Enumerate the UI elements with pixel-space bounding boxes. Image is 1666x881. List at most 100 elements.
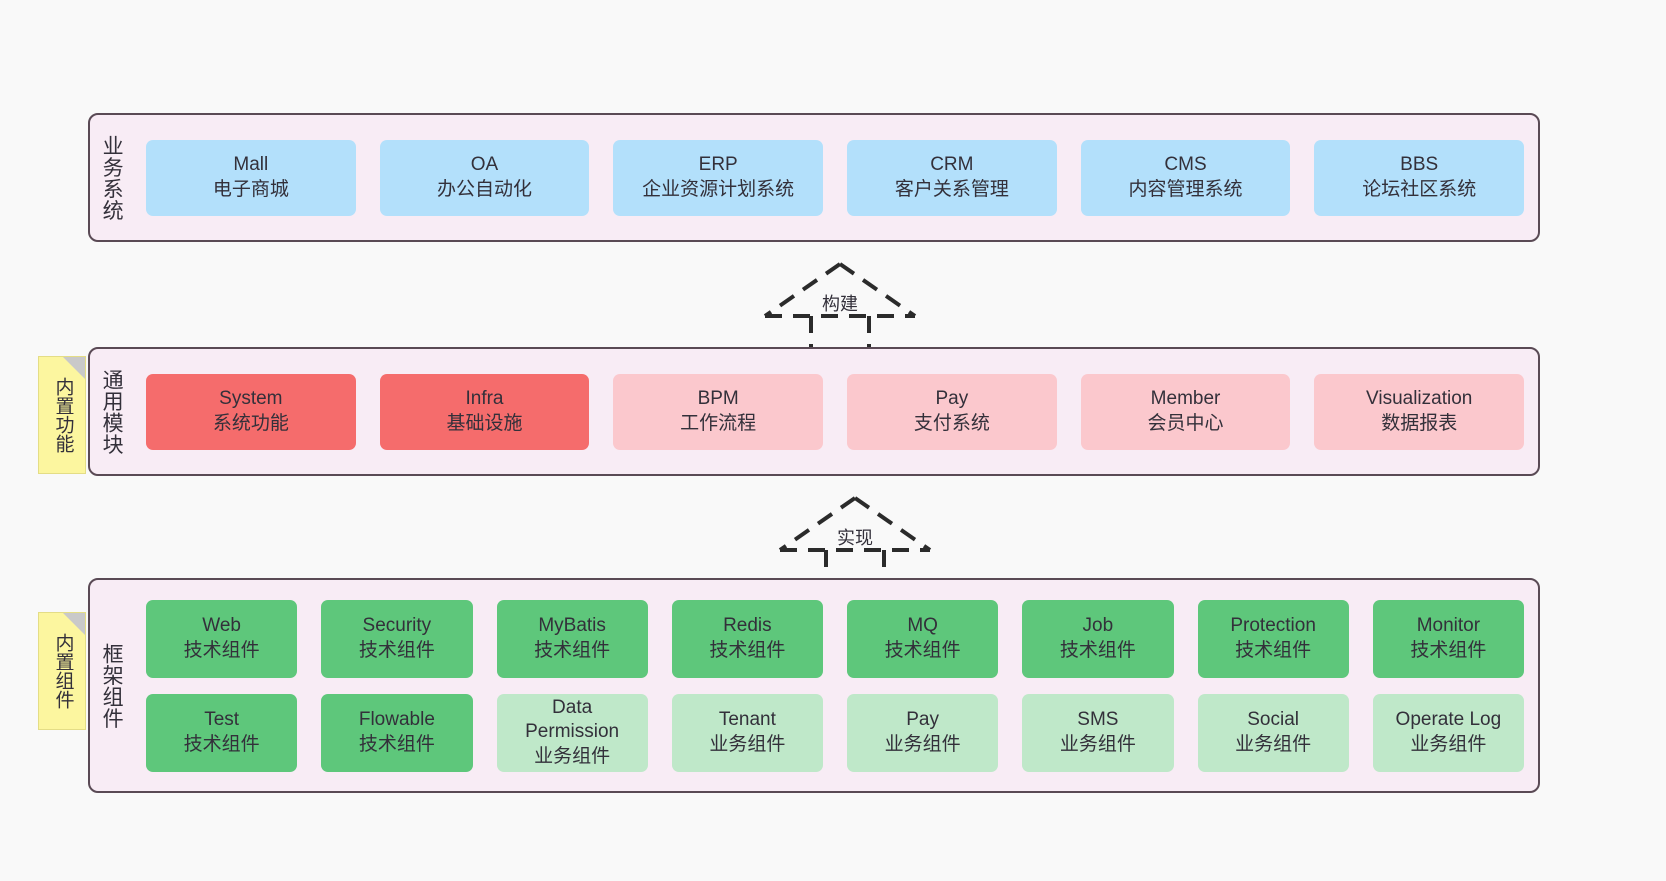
card-row: Test 技术组件 Flowable 技术组件 Data Permission … <box>146 693 1524 772</box>
card-title: Test <box>204 709 240 731</box>
card-title: Security <box>362 615 432 637</box>
card-subtitle: 内容管理系统 <box>1128 178 1243 200</box>
card-row: Web 技术组件 Security 技术组件 MyBatis 技术组件 Redi… <box>146 599 1524 678</box>
card-visualization[interactable]: Visualization 数据报表 <box>1314 373 1525 450</box>
card-pay-module[interactable]: Pay 支付系统 <box>847 373 1057 450</box>
card-title: System <box>219 388 283 410</box>
card-test[interactable]: Test 技术组件 <box>146 693 298 772</box>
sticky-note-builtin-feature: 内置功能 <box>38 356 86 474</box>
card-subtitle: 系统功能 <box>212 412 289 434</box>
card-security[interactable]: Security 技术组件 <box>321 599 473 678</box>
card-subtitle: 数据报表 <box>1381 412 1458 434</box>
card-social[interactable]: Social 业务组件 <box>1197 693 1349 772</box>
card-title: Pay <box>935 388 969 410</box>
card-title: CMS <box>1164 154 1207 176</box>
card-subtitle: 企业资源计划系统 <box>642 178 795 200</box>
card-subtitle: 技术组件 <box>358 733 435 755</box>
card-title: SMS <box>1077 709 1119 731</box>
card-infra[interactable]: Infra 基础设施 <box>379 373 590 450</box>
card-protection[interactable]: Protection 技术组件 <box>1197 599 1349 678</box>
card-subtitle: 基础设施 <box>446 412 523 434</box>
note-fold-corner-icon <box>63 357 85 379</box>
card-subtitle: 会员中心 <box>1147 412 1224 434</box>
card-cms[interactable]: CMS 内容管理系统 <box>1080 139 1291 216</box>
card-title: MQ <box>907 615 938 637</box>
card-title: Infra <box>465 388 504 410</box>
card-erp[interactable]: ERP 企业资源计划系统 <box>613 139 824 216</box>
card-tenant[interactable]: Tenant 业务组件 <box>671 693 823 772</box>
card-subtitle: 工作流程 <box>680 412 757 434</box>
card-subtitle: 支付系统 <box>913 412 990 434</box>
card-title: Web <box>202 615 241 637</box>
layer-business-system[interactable]: 业务系统 Mall 电子商城 OA 办公自动化 ERP 企业资源计划系统 CRM… <box>88 113 1540 242</box>
card-row: System 系统功能 Infra 基础设施 BPM 工作流程 Pay 支付系统… <box>146 373 1525 450</box>
layer-common-module[interactable]: 通用模块 System 系统功能 Infra 基础设施 BPM 工作流程 Pay… <box>88 347 1540 476</box>
card-subtitle: 论坛社区系统 <box>1362 178 1477 200</box>
card-operate-log[interactable]: Operate Log 业务组件 <box>1372 693 1524 772</box>
card-crm[interactable]: CRM 客户关系管理 <box>847 139 1057 216</box>
note-text: 内置组件 <box>52 633 74 709</box>
card-job[interactable]: Job 技术组件 <box>1022 599 1174 678</box>
card-subtitle: 技术组件 <box>1410 639 1487 661</box>
card-mq[interactable]: MQ 技术组件 <box>847 599 999 678</box>
card-subtitle: 技术组件 <box>884 639 961 661</box>
card-flowable[interactable]: Flowable 技术组件 <box>321 693 473 772</box>
layer-body-business-system: Mall 电子商城 OA 办公自动化 ERP 企业资源计划系统 CRM 客户关系… <box>132 115 1538 240</box>
card-title: Mall <box>233 154 269 176</box>
card-pay-component[interactable]: Pay 业务组件 <box>847 693 999 772</box>
card-subtitle: 办公自动化 <box>437 178 533 200</box>
card-title: Monitor <box>1416 615 1481 637</box>
card-subtitle: 技术组件 <box>183 639 260 661</box>
card-title: Job <box>1082 615 1114 637</box>
card-data-permission[interactable]: Data Permission 业务组件 <box>496 693 648 772</box>
card-sms[interactable]: SMS 业务组件 <box>1022 693 1174 772</box>
card-member[interactable]: Member 会员中心 <box>1080 373 1291 450</box>
card-title: MyBatis <box>538 615 606 637</box>
card-redis[interactable]: Redis 技术组件 <box>671 599 823 678</box>
card-title: ERP <box>698 154 738 176</box>
card-system[interactable]: System 系统功能 <box>146 373 356 450</box>
card-title: BBS <box>1400 154 1439 176</box>
card-mybatis[interactable]: MyBatis 技术组件 <box>496 599 648 678</box>
card-title: Protection <box>1230 615 1316 637</box>
note-fold-corner-icon <box>63 613 85 635</box>
connector-label-build: 构建 <box>822 294 858 314</box>
layer-body-framework-component: Web 技术组件 Security 技术组件 MyBatis 技术组件 Redi… <box>132 580 1538 791</box>
card-title: Redis <box>723 615 772 637</box>
card-title: Data Permission <box>525 697 620 743</box>
card-title: Operate Log <box>1395 709 1502 731</box>
card-title: Member <box>1150 388 1221 410</box>
card-subtitle: 客户关系管理 <box>894 178 1009 200</box>
card-title: Tenant <box>718 709 776 731</box>
card-monitor[interactable]: Monitor 技术组件 <box>1372 599 1524 678</box>
card-subtitle: 业务组件 <box>534 745 611 767</box>
card-oa[interactable]: OA 办公自动化 <box>379 139 590 216</box>
card-title: BPM <box>697 388 739 410</box>
card-subtitle: 技术组件 <box>1235 639 1312 661</box>
card-subtitle: 业务组件 <box>1235 733 1312 755</box>
card-row: Mall 电子商城 OA 办公自动化 ERP 企业资源计划系统 CRM 客户关系… <box>146 139 1525 216</box>
card-subtitle: 技术组件 <box>358 639 435 661</box>
card-title: Pay <box>906 709 939 731</box>
card-web[interactable]: Web 技术组件 <box>146 599 298 678</box>
note-text: 内置功能 <box>52 377 74 453</box>
card-title: Flowable <box>358 709 435 731</box>
card-subtitle: 业务组件 <box>1410 733 1487 755</box>
card-subtitle: 技术组件 <box>709 639 786 661</box>
card-subtitle: 技术组件 <box>534 639 611 661</box>
card-subtitle: 业务组件 <box>884 733 961 755</box>
card-subtitle: 业务组件 <box>1059 733 1136 755</box>
sticky-note-builtin-component: 内置组件 <box>38 612 86 730</box>
layer-title-common-module: 通用模块 <box>100 368 124 455</box>
card-subtitle: 电子商城 <box>212 178 289 200</box>
card-mall[interactable]: Mall 电子商城 <box>146 139 356 216</box>
card-title: OA <box>470 154 499 176</box>
card-bbs[interactable]: BBS 论坛社区系统 <box>1314 139 1525 216</box>
connector-implement: 实现 <box>770 492 940 592</box>
card-title: Visualization <box>1366 388 1473 410</box>
layer-title-business-system: 业务系统 <box>100 134 124 221</box>
layer-framework-component[interactable]: 框架组件 Web 技术组件 Security 技术组件 MyBatis 技术组件… <box>88 578 1540 793</box>
layer-body-common-module: System 系统功能 Infra 基础设施 BPM 工作流程 Pay 支付系统… <box>132 349 1538 474</box>
card-bpm[interactable]: BPM 工作流程 <box>613 373 824 450</box>
